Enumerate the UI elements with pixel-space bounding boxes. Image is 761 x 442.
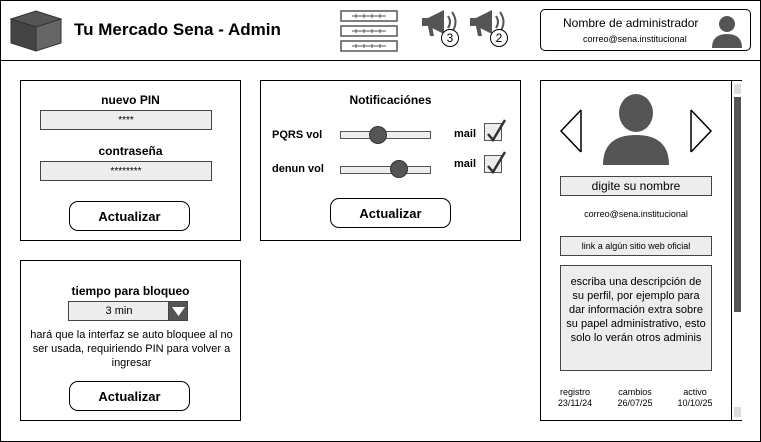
pin-settings-panel: nuevo PIN **** contraseña ******** Actua…	[20, 80, 241, 241]
user-avatar-icon	[712, 16, 742, 48]
megaphone-icon[interactable]	[468, 8, 514, 48]
stat-label: activo	[683, 387, 707, 397]
pqrs-mail-label: mail	[454, 128, 477, 140]
lock-description: hará que la interfaz se auto bloquee al …	[30, 329, 233, 369]
notification-count-badge: 3	[441, 29, 459, 47]
notifications-title: Notificaciónes	[349, 93, 432, 107]
stat-registro: registro 23/11/24	[545, 387, 605, 409]
profile-description-input[interactable]: escriba una descripción de su perfil, po…	[560, 265, 712, 371]
new-pin-label: nuevo PIN	[101, 93, 160, 107]
denuncias-volume-label: denun vol	[272, 163, 324, 175]
pqrs-volume-slider-thumb[interactable]	[369, 126, 388, 144]
denuncias-mail-checkbox[interactable]	[484, 151, 507, 174]
check-mark-icon	[487, 151, 507, 174]
admin-name: Nombre de administrador	[563, 16, 699, 30]
lock-time-label: tiempo para bloqueo	[71, 284, 190, 298]
update-lock-button[interactable]: Actualizar	[69, 381, 190, 411]
stat-activo: activo 10/10/25	[665, 387, 725, 409]
scrollbar-thumb[interactable]	[734, 97, 741, 312]
denuncias-volume-slider[interactable]	[340, 166, 431, 174]
scroll-down-button[interactable]	[734, 407, 741, 417]
denuncias-volume-slider-thumb[interactable]	[390, 160, 409, 178]
box-icon[interactable]	[9, 9, 63, 53]
admin-email: correo@sena.institucional	[583, 34, 687, 44]
denuncias-mail-label: mail	[454, 158, 477, 170]
profile-scrollbar[interactable]	[731, 81, 742, 420]
pqrs-volume-label: PQRS vol	[272, 129, 323, 141]
user-avatar-icon	[603, 94, 669, 165]
scroll-up-button[interactable]	[734, 84, 741, 94]
website-link-input[interactable]: link a algún sitio web oficial	[560, 236, 712, 256]
megaphone-icon[interactable]	[420, 8, 466, 48]
stat-value: 10/10/25	[677, 398, 713, 408]
stat-value: 26/07/25	[617, 398, 653, 408]
lock-time-select[interactable]: 3 min	[68, 301, 188, 321]
auto-lock-panel: tiempo para bloqueo 3 min hará que la in…	[20, 260, 241, 421]
notification-count-badge: 2	[490, 29, 508, 47]
profile-email: correo@sena.institucional	[584, 209, 688, 219]
pqrs-mail-checkbox[interactable]	[484, 119, 507, 142]
app-title: Tu Mercado Sena - Admin	[74, 20, 281, 39]
stat-label: cambios	[618, 387, 652, 397]
server-icon[interactable]	[340, 10, 398, 52]
name-input[interactable]: digite su nombre	[560, 176, 712, 196]
notifications-panel: Notificaciónes PQRS vol mail denun vol m…	[260, 80, 521, 241]
stat-label: registro	[559, 387, 590, 397]
dropdown-arrow[interactable]	[168, 302, 187, 320]
check-mark-icon	[487, 119, 507, 142]
chevron-right-icon[interactable]	[689, 108, 713, 154]
password-input[interactable]: ********	[40, 161, 212, 181]
password-label: contraseña	[98, 144, 163, 158]
new-pin-input[interactable]: ****	[40, 110, 212, 130]
lock-time-selected-value: 3 min	[105, 305, 133, 317]
chevron-left-icon[interactable]	[559, 108, 583, 154]
stat-cambios: cambios 26/07/25	[605, 387, 665, 409]
admin-profile-box[interactable]: Nombre de administrador correo@sena.inst…	[540, 9, 751, 51]
update-notifications-button[interactable]: Actualizar	[330, 198, 451, 228]
stat-value: 23/11/24	[557, 398, 593, 408]
header: Tu Mercado Sena - Admin 3 2 Nombre de ad…	[0, 0, 761, 61]
chevron-down-icon	[172, 307, 185, 316]
update-pin-button[interactable]: Actualizar	[69, 201, 190, 231]
profile-panel: digite su nombre correo@sena.institucion…	[540, 80, 742, 421]
